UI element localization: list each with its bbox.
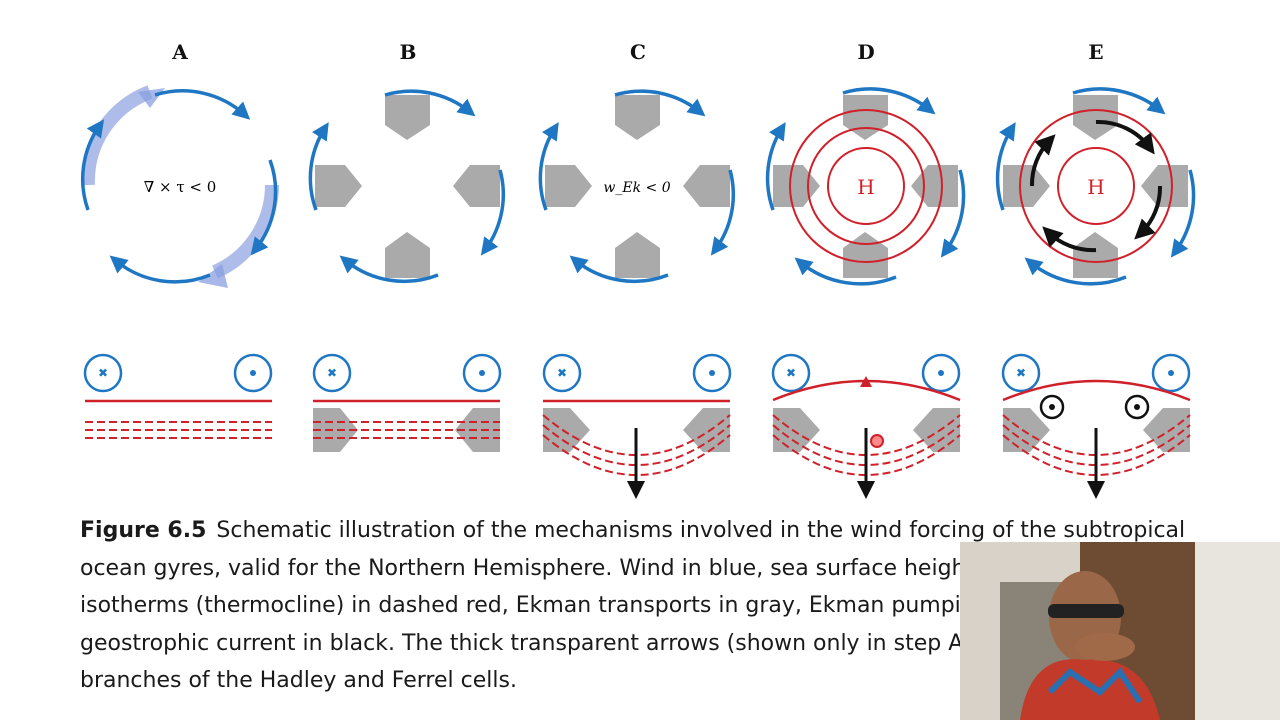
panel-a-top: ∇ × τ < 0 [80, 85, 279, 288]
wind-circle-d [765, 87, 966, 286]
ssh-contours-e [1019, 109, 1173, 263]
geostrophic-current-e [1029, 119, 1163, 253]
panel-e-section [1002, 379, 1191, 499]
ssh-contours-d [789, 109, 943, 263]
ferrel-cell-arrow [212, 184, 279, 279]
panel-c-top: w_Ek < 0 [538, 89, 736, 284]
svg-text:✖: ✖ [557, 366, 567, 380]
panel-label-d: D [857, 40, 875, 64]
ekman-transport-arrows-b [315, 95, 500, 278]
wind-circle-e [995, 87, 1196, 286]
caption-line-4: geostrophic current in black. The thick … [80, 630, 1001, 656]
svg-text:✖: ✖ [327, 366, 337, 380]
wind-circle-a [80, 89, 278, 284]
figure-number: Figure 6.5 [80, 518, 207, 543]
ekman-transport-arrows-c [545, 95, 730, 278]
wind-direction-symbols [83, 353, 1191, 393]
panel-c-section [542, 399, 731, 499]
panel-b-section [313, 399, 500, 452]
figure-diagram: ∇ × τ < 0 w_Ek < 0 [80, 85, 1196, 499]
caption-line-5: branches of the Hadley and Ferrel cells. [80, 668, 517, 693]
current-out-of-page-symbols [1039, 394, 1150, 420]
svg-text:✖: ✖ [1016, 366, 1026, 380]
panel-b-top [308, 89, 506, 284]
ekman-transport-arrows-e [1003, 95, 1188, 278]
wind-circle-b [308, 89, 506, 284]
svg-text:✖: ✖ [786, 366, 796, 380]
panel-e-top: H [995, 87, 1196, 286]
panel-d-section [772, 376, 961, 499]
svg-text:✖: ✖ [98, 366, 108, 380]
high-label-e: H [1087, 175, 1104, 199]
caption-line-2: ocean gyres, valid for the Northern Hemi… [80, 555, 1002, 581]
wind-circle-c [538, 89, 736, 284]
figure-caption: Figure 6.5 Schematic illustration of the … [80, 512, 1185, 700]
presenter-webcam [960, 542, 1280, 720]
hadley-cell-arrow [80, 85, 153, 186]
caption-line-3: isotherms (thermocline) in dashed red, E… [80, 593, 1009, 618]
panel-label-e: E [1088, 40, 1104, 64]
panel-label-c: C [630, 40, 646, 64]
high-label-d: H [857, 175, 874, 199]
panel-d-top: H [765, 87, 966, 286]
panel-label-b: B [399, 40, 417, 64]
panel-a-section [85, 399, 272, 439]
panel-label-a: A [172, 40, 188, 64]
ekman-pumping-label: w_Ek < 0 [603, 180, 670, 196]
caption-line-1: Schematic illustration of the mechanisms… [216, 518, 1186, 543]
curl-label: ∇ × τ < 0 [144, 178, 217, 196]
